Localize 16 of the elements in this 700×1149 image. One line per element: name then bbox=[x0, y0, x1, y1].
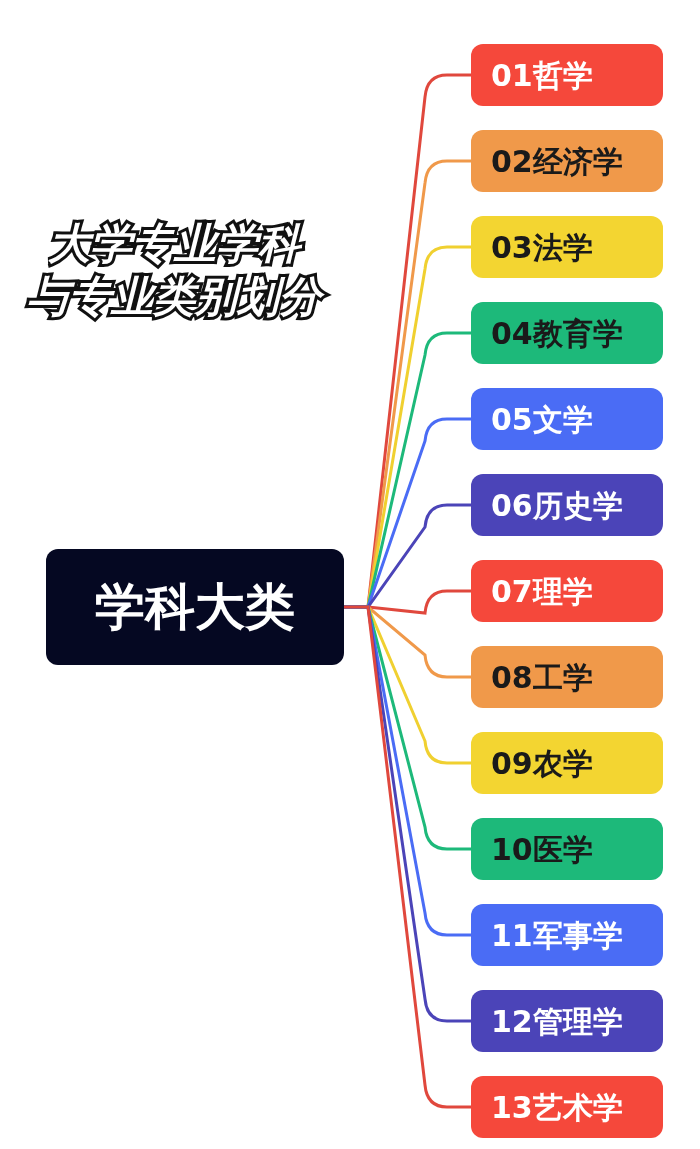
subject-box: 13艺术学 bbox=[471, 1076, 663, 1138]
subject-box: 02经济学 bbox=[471, 130, 663, 192]
subject-box: 11军事学 bbox=[471, 904, 663, 966]
subject-box: 04教育学 bbox=[471, 302, 663, 364]
subject-box: 08工学 bbox=[471, 646, 663, 708]
subject-box: 06历史学 bbox=[471, 474, 663, 536]
root-topic-box: 学科大类 bbox=[46, 549, 344, 665]
title: 大学专业学科与专业类别划分 bbox=[4, 218, 344, 323]
subject-box: 07理学 bbox=[471, 560, 663, 622]
subject-box: 09农学 bbox=[471, 732, 663, 794]
subject-box: 03法学 bbox=[471, 216, 663, 278]
subject-box: 01哲学 bbox=[471, 44, 663, 106]
subject-box: 10医学 bbox=[471, 818, 663, 880]
subject-box: 05文学 bbox=[471, 388, 663, 450]
subject-box: 12管理学 bbox=[471, 990, 663, 1052]
connector-line bbox=[344, 605, 471, 1109]
